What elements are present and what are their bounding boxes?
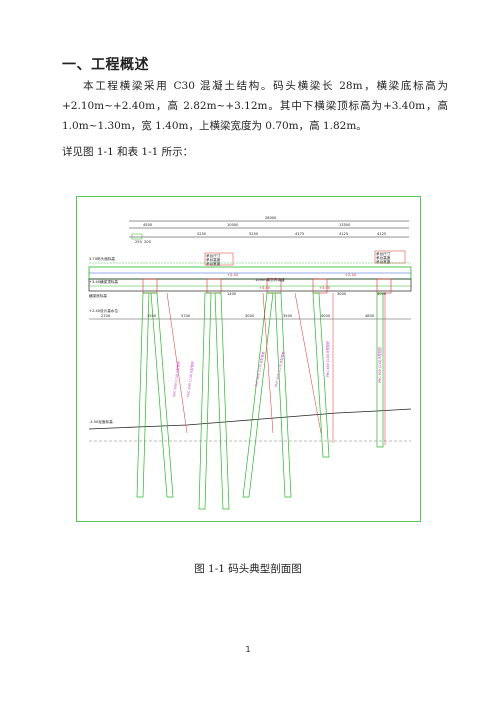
red-line-3: [294, 292, 322, 434]
dim-top-2: 10000: [227, 223, 239, 227]
pile-label-5: PHC-600 (110) B型管桩: [325, 340, 330, 377]
pile-cap-4: [312, 278, 328, 294]
note-2-b: 承台高度: [376, 255, 391, 260]
dim-low-5: 3500: [283, 314, 293, 318]
figure-caption: 图 1-1 码头典型剖面图: [194, 563, 302, 575]
pile-group: [136, 292, 384, 510]
lower-beam: [88, 278, 412, 292]
span-3: 3000: [377, 292, 387, 296]
dim-total: 28000: [265, 216, 277, 220]
intro-paragraph: 本工程横梁采用 C30 混凝土结构。码头横梁长 28m，横梁底标高为+2.10m…: [62, 80, 448, 132]
beam-note: 10mm厚沥青填缝: [255, 277, 285, 282]
dim-mid-5: 4125: [377, 232, 386, 236]
dim-low-4: 3000: [245, 314, 255, 318]
note-box-1: [204, 252, 234, 266]
dim-low-7: 4800: [365, 314, 375, 318]
elev-4: +3.40: [319, 286, 331, 290]
span-2: 3000: [337, 292, 347, 296]
span-1: 1400: [227, 292, 237, 296]
pile-6: [274, 292, 292, 498]
see-figure-paragraph: 详见图 1-1 和表 1-1 所示：: [62, 146, 194, 158]
pile-label-6: PHC-600 (110) B型管桩: [377, 346, 382, 383]
dim-small-1: 250: [135, 240, 143, 244]
red-pile-lines: [166, 292, 386, 445]
pile-cap-1: [142, 278, 158, 294]
pile-cap-2: [206, 278, 222, 294]
note-1-b: 承台高度: [206, 257, 221, 262]
dim-top-1: 4500: [143, 223, 153, 227]
pile-8: [376, 292, 384, 448]
left-label-5: -3.50泥面标高: [89, 419, 113, 424]
left-label-3: 横梁底标高: [89, 293, 107, 298]
dim-mid-3: 4375: [295, 232, 304, 236]
dim-low-2: 3500: [147, 314, 157, 318]
elev-2: +2.40: [345, 273, 357, 277]
pile-5: [242, 292, 274, 498]
left-label-4: +2.40设计高水位: [89, 308, 118, 313]
pile-label-1: PHC-600 (110) B型管桩: [171, 360, 181, 397]
small-dim-box: [131, 233, 143, 240]
dim-small-2: 200: [144, 240, 152, 244]
pile-7: [312, 292, 330, 458]
left-label-2: +3.40横梁顶标高: [89, 279, 118, 284]
pile-label-2: PHC-600 (110) B型管桩: [185, 360, 195, 397]
red-line-1: [166, 292, 188, 434]
note-1-a: 承台尺寸: [206, 253, 221, 258]
dim-low-6: 4000: [321, 314, 331, 318]
dim-mid-2: 5250: [249, 232, 259, 236]
dim-top-3: 13500: [339, 223, 351, 227]
dim-mid-4: 4125: [339, 232, 348, 236]
pile-3: [198, 292, 212, 510]
wharf-section-drawing: 28000 4500 10000 13500 5250 5250 4375 41…: [76, 196, 421, 522]
red-line-2: [262, 292, 274, 434]
note-2-a: 承台尺寸: [376, 251, 391, 256]
elev-1: +2.40: [227, 273, 239, 277]
pile-cap-3: [266, 278, 282, 294]
dim-low-1: 2700: [101, 314, 111, 318]
drawing-canvas: 28000 4500 10000 13500 5250 5250 4375 41…: [88, 216, 412, 510]
pile-cap-5: [376, 278, 392, 294]
pile-4: [214, 292, 230, 510]
pile-1: [136, 292, 150, 498]
left-label-1: 3.70码头面标高: [89, 256, 115, 261]
note-1-c: 承台宽度: [206, 261, 221, 266]
seabed-line: [88, 408, 412, 430]
dim-mid-1: 5250: [197, 232, 207, 236]
section-heading: 一、工程概述: [62, 57, 149, 73]
note-2-c: 承台宽度: [376, 259, 391, 264]
dim-low-3: 5700: [181, 314, 191, 318]
elev-3: +3.40: [259, 286, 271, 290]
page-number: 1: [245, 645, 251, 654]
pile-2: [150, 292, 174, 498]
